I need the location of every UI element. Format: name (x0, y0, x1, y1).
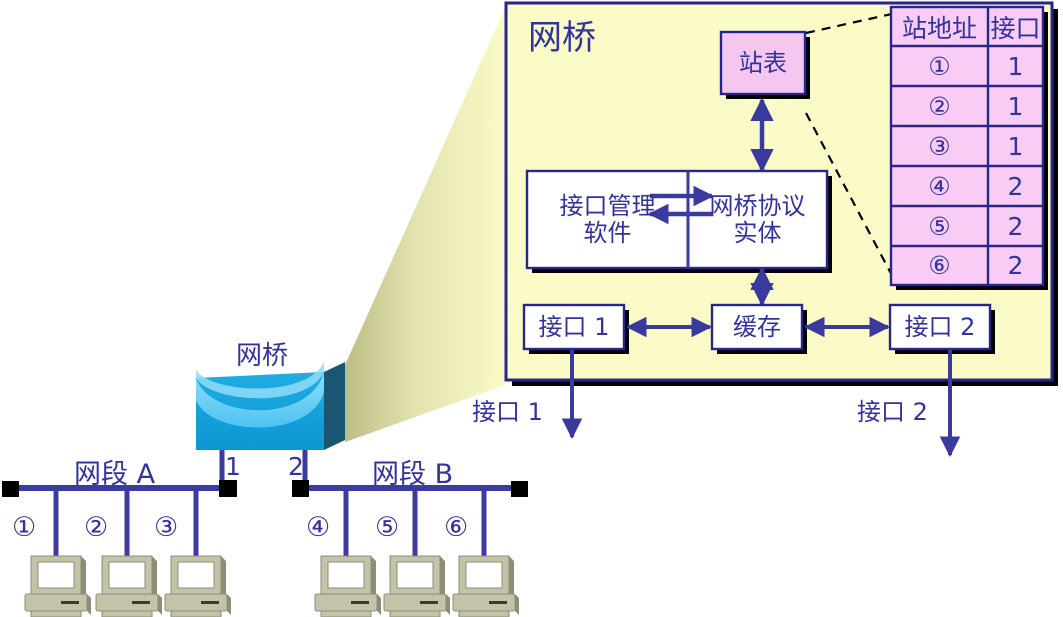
bridge-port-2-label: 2 (288, 452, 304, 481)
table-cell-port: 1 (1007, 51, 1024, 81)
station-label-1: ① (12, 512, 37, 543)
computer-icon (95, 555, 162, 617)
buffer-box-shape (710, 303, 807, 354)
bridge-port-1-label: 1 (225, 452, 241, 481)
station-label-2: ② (84, 512, 109, 543)
callout-dashed-lines (805, 11, 897, 284)
station-table-box-shape (719, 30, 810, 99)
table-cell-station: ③ (928, 131, 951, 161)
port1-box-label[interactable]: 接口 1 (538, 312, 610, 341)
bpe-line2: 实体 (733, 218, 782, 247)
computer-icon (24, 555, 91, 617)
software-entity-box-shape (525, 169, 832, 273)
station-label-5: ⑤ (375, 512, 400, 543)
port1-box-shape (522, 303, 629, 354)
table-cell-station: ① (928, 51, 951, 81)
imgmt-line1: 接口管理 (559, 191, 656, 220)
panel-title: 网桥 (528, 18, 596, 58)
bridge-icon-label: 网桥 (236, 341, 289, 371)
table-cell-port: 1 (1007, 131, 1024, 161)
bridge-device-icon (196, 362, 345, 450)
computer-icon (314, 555, 381, 617)
buffer-box-label[interactable]: 缓存 (733, 312, 781, 341)
segment-a-bus (2, 480, 237, 556)
interface-management-software-label[interactable]: 接口管理 软件 (527, 171, 688, 268)
computer-icon (452, 555, 519, 617)
bridge-protocol-entity-label[interactable]: 网桥协议 实体 (688, 171, 827, 268)
table-cell-port: 2 (1007, 211, 1024, 241)
computer-group-segment-b (314, 555, 519, 617)
computer-group-segment-a (24, 555, 231, 617)
table-cell-port: 2 (1007, 251, 1024, 280)
table-cell-station: ⑤ (928, 211, 951, 241)
station-label-3: ③ (154, 512, 179, 543)
table-cell-station: ② (928, 91, 951, 121)
table-header-port: 接口 (990, 13, 1041, 43)
port2-box-label[interactable]: 接口 2 (904, 312, 976, 341)
table-cell-station: ④ (928, 171, 951, 201)
imgmt-line2: 软件 (583, 218, 632, 247)
bpe-line1: 网桥协议 (709, 191, 806, 220)
table-header-station-address: 站地址 (901, 13, 977, 43)
port1-outside-label: 接口 1 (472, 398, 543, 426)
station-address-table-shape (889, 5, 1048, 290)
table-cell-port: 1 (1007, 91, 1024, 121)
computer-icon (164, 555, 231, 617)
sw-entity-exchange-arrows (647, 185, 715, 225)
station-table-box-label[interactable]: 站表 (739, 48, 787, 77)
table-cell-port: 2 (1007, 171, 1024, 201)
port2-outside-label: 接口 2 (857, 398, 928, 426)
segment-b-label: 网段 B (372, 459, 454, 490)
segment-a-label: 网段 A (74, 459, 156, 490)
segment-b-bus (292, 480, 528, 556)
magnifier-beam (345, 8, 505, 442)
station-label-4: ④ (306, 512, 331, 543)
table-cell-station: ⑥ (928, 251, 951, 280)
port2-box-shape (888, 303, 995, 354)
computer-icon (383, 555, 450, 617)
station-label-6: ⑥ (444, 512, 469, 543)
